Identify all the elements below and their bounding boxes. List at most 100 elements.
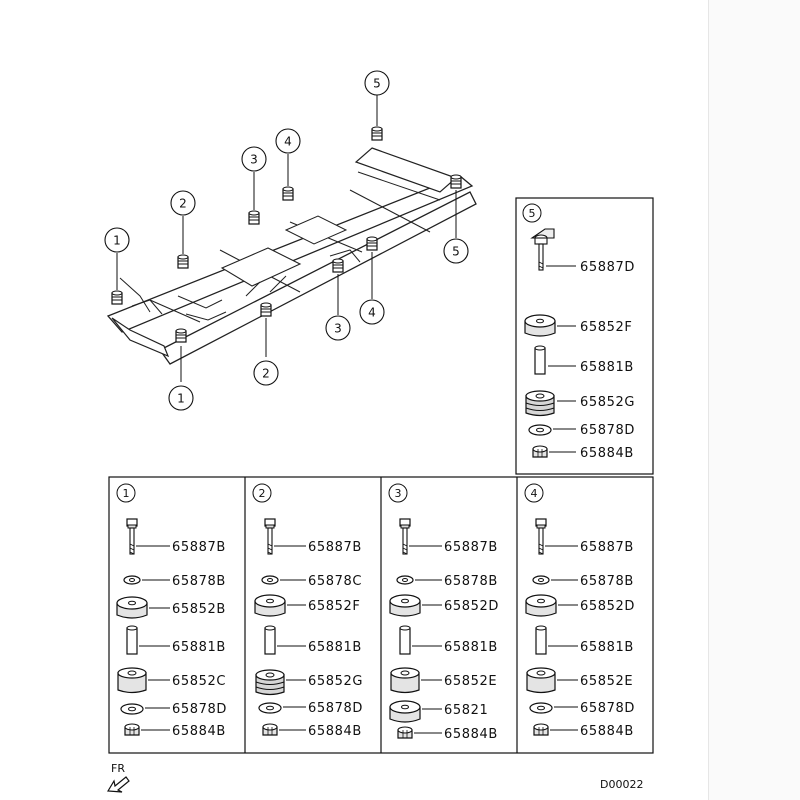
arrow-icon bbox=[106, 776, 130, 793]
part-number: 65878D bbox=[172, 702, 227, 717]
svg-text:2: 2 bbox=[262, 367, 270, 381]
cushion-icon bbox=[389, 594, 421, 617]
part-number: 65852D bbox=[444, 599, 499, 614]
part-number: 65852F bbox=[580, 320, 632, 335]
callout-3a: 3 bbox=[241, 146, 267, 172]
drawing-code: D00022 bbox=[600, 778, 643, 791]
svg-text:5: 5 bbox=[373, 77, 381, 91]
part-number: 65884B bbox=[444, 727, 498, 742]
svg-text:1: 1 bbox=[113, 234, 121, 248]
svg-text:5: 5 bbox=[529, 207, 536, 220]
part-number: 65887D bbox=[580, 260, 635, 275]
part-number: 65887B bbox=[172, 540, 226, 555]
part-number: 65887B bbox=[444, 540, 498, 555]
part-number: 65884B bbox=[580, 446, 634, 461]
panel-5: 5 65887D 65852F 65881B 65852G 65878D 658… bbox=[515, 197, 654, 475]
svg-text:5: 5 bbox=[452, 245, 460, 259]
part-number: 65884B bbox=[172, 724, 226, 739]
right-margin bbox=[708, 0, 800, 800]
part-number: 65878D bbox=[580, 423, 635, 438]
part-number: 65878C bbox=[308, 574, 362, 589]
bolt-icon bbox=[126, 518, 138, 555]
cushion-icon bbox=[116, 596, 148, 619]
part-number: 65881B bbox=[308, 640, 362, 655]
sleeve-icon bbox=[264, 625, 276, 655]
part-number: 65852B bbox=[172, 602, 226, 617]
part-number: 65878B bbox=[172, 574, 226, 589]
bolt-icon bbox=[535, 518, 547, 555]
panel-3: 3 65887B 65878B 65852D 65881B 65852E 658… bbox=[388, 483, 499, 742]
nut-icon bbox=[397, 726, 413, 739]
svg-text:4: 4 bbox=[531, 487, 538, 500]
part-number: 65884B bbox=[580, 724, 634, 739]
callout-3b: 3 bbox=[325, 315, 351, 341]
callout-4b: 4 bbox=[359, 299, 385, 325]
svg-text:1: 1 bbox=[123, 487, 130, 500]
washer-icon bbox=[120, 703, 144, 715]
sleeve-icon bbox=[126, 625, 138, 655]
part-number: 65878B bbox=[580, 574, 634, 589]
callout-2b: 2 bbox=[253, 360, 279, 386]
cushion-icon bbox=[525, 390, 555, 417]
callout-leaders bbox=[116, 95, 457, 382]
bottom-panels-frame bbox=[108, 476, 654, 754]
washer-icon bbox=[532, 575, 550, 585]
part-number: 65881B bbox=[580, 360, 634, 375]
panel-1: 1 65887B 65878B 65852B 65881B 65852C 658… bbox=[116, 483, 227, 739]
cushion-icon bbox=[389, 700, 421, 723]
cushion-icon bbox=[526, 667, 556, 694]
panel-2: 2 65887B 65878C 65852F 65881B 65852G 658… bbox=[252, 483, 363, 739]
callout-5b: 5 bbox=[443, 238, 469, 264]
sleeve-icon bbox=[534, 345, 546, 375]
cushion-icon bbox=[524, 314, 556, 337]
part-number: 65878B bbox=[444, 574, 498, 589]
nut-icon bbox=[533, 723, 549, 736]
nut-icon bbox=[262, 723, 278, 736]
sleeve-icon bbox=[399, 625, 411, 655]
washer-icon bbox=[528, 424, 552, 436]
callout-4a: 4 bbox=[275, 128, 301, 154]
part-number: 65878D bbox=[308, 701, 363, 716]
callout-1b: 1 bbox=[168, 385, 194, 411]
washer-icon bbox=[396, 575, 414, 585]
panel-1-number: 1 bbox=[116, 483, 136, 503]
part-number: 65852C bbox=[172, 674, 226, 689]
panel-5-number: 5 bbox=[522, 203, 542, 223]
bolt-icon bbox=[399, 518, 411, 555]
part-number: 65881B bbox=[580, 640, 634, 655]
nut-icon bbox=[532, 445, 548, 458]
bolt-icon bbox=[264, 518, 276, 555]
cushion-icon bbox=[254, 594, 286, 617]
part-number: 65852E bbox=[444, 674, 497, 689]
callout-5a: 5 bbox=[364, 70, 390, 96]
part-number: 65884B bbox=[308, 724, 362, 739]
front-direction-indicator: FR bbox=[106, 762, 130, 793]
part-number: 65878D bbox=[580, 701, 635, 716]
part-number: 65852G bbox=[580, 395, 635, 410]
washer-icon bbox=[261, 575, 279, 585]
cushion-icon bbox=[390, 667, 420, 694]
cushion-icon bbox=[117, 667, 147, 694]
washer-icon bbox=[123, 575, 141, 585]
sleeve-icon bbox=[535, 625, 547, 655]
part-number: 65852F bbox=[308, 599, 360, 614]
part-number: 65852E bbox=[580, 674, 633, 689]
svg-text:3: 3 bbox=[250, 153, 258, 167]
part-number: 65881B bbox=[172, 640, 226, 655]
panel-4-number: 4 bbox=[524, 483, 544, 503]
part-number: 65881B bbox=[444, 640, 498, 655]
part-number: 65821 bbox=[444, 703, 488, 718]
cushion-icon bbox=[255, 669, 285, 696]
part-number: 65887B bbox=[580, 540, 634, 555]
panel-3-number: 3 bbox=[388, 483, 408, 503]
nut-icon bbox=[124, 723, 140, 736]
svg-text:3: 3 bbox=[334, 322, 342, 336]
callout-2a: 2 bbox=[170, 190, 196, 216]
svg-text:4: 4 bbox=[284, 135, 292, 149]
callout-1a: 1 bbox=[104, 227, 130, 253]
cushion-icon bbox=[525, 594, 557, 617]
direction-label: FR bbox=[111, 762, 125, 775]
panel-4: 4 65887B 65878B 65852D 65881B 65852E 658… bbox=[524, 483, 635, 739]
washer-icon bbox=[258, 702, 282, 714]
